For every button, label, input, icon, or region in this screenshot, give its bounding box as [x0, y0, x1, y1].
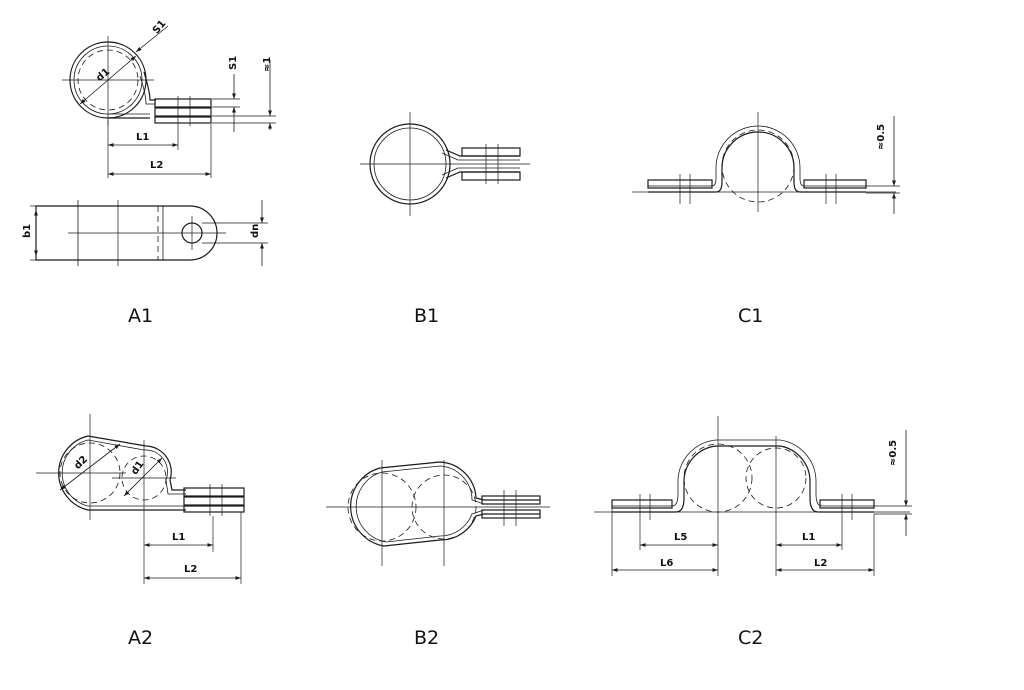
a1-approx1-label: ≈1: [262, 57, 273, 72]
figure-a2: d2 d1 L1 L2 A2: [36, 414, 245, 649]
figure-c1: ≈0.5 C1: [632, 112, 900, 327]
caption-a1: A1: [128, 305, 153, 327]
figure-b1: B1: [360, 112, 530, 327]
a1-plan-view: b1 dn: [22, 200, 268, 266]
a1-side-view: d1 S1 S1 ≈1 L1 L2: [62, 18, 276, 178]
caption-a2: A2: [128, 627, 153, 649]
a1-d1-label: d1: [94, 66, 112, 84]
a1-b1-label: b1: [22, 224, 33, 238]
c2-l1-label: L1: [802, 532, 815, 543]
a1-l2-label: L2: [150, 160, 163, 171]
caption-b1: B1: [414, 305, 439, 327]
c2-l5-label: L5: [674, 532, 687, 543]
a1-s1-vert-label: S1: [228, 56, 239, 70]
figure-b2: B2: [326, 460, 550, 649]
c2-approx05-label: ≈0.5: [888, 440, 899, 466]
c2-l2-label: L2: [814, 558, 827, 569]
a2-l1-label: L1: [172, 532, 185, 543]
a1-dn-label: dn: [250, 224, 261, 238]
caption-b2: B2: [414, 627, 439, 649]
a1-l1-label: L1: [136, 132, 149, 143]
figure-a1: d1 S1 S1 ≈1 L1 L2: [22, 18, 276, 327]
caption-c1: C1: [738, 305, 763, 327]
c1-approx05-label: ≈0.5: [876, 124, 887, 150]
a1-s1-diag-label: S1: [151, 18, 169, 36]
caption-c2: C2: [738, 627, 763, 649]
a2-l2-label: L2: [184, 564, 197, 575]
c2-l6-label: L6: [660, 558, 673, 569]
figure-c2: ≈0.5 L5 L6 L1 L2 C2: [594, 416, 912, 649]
